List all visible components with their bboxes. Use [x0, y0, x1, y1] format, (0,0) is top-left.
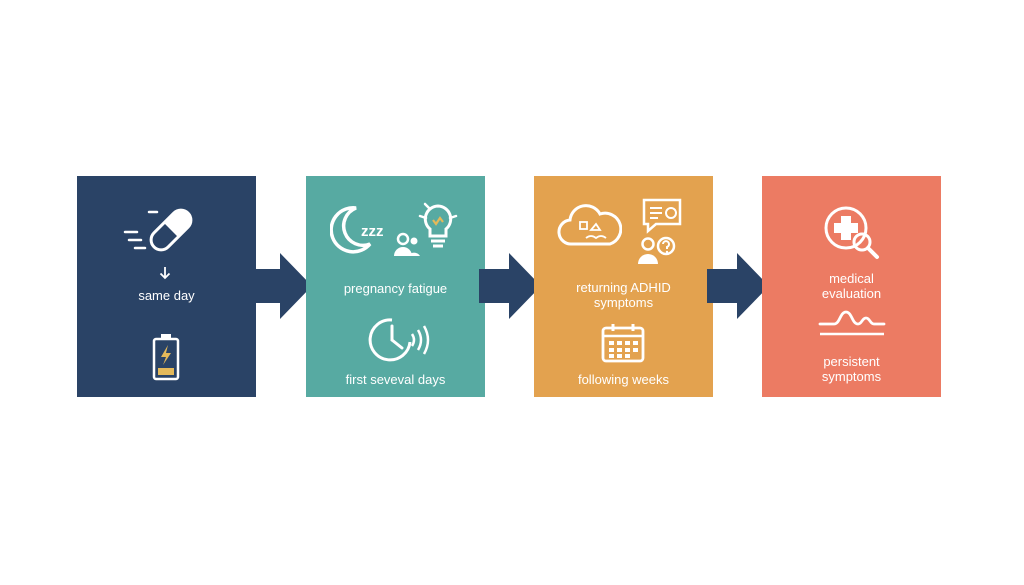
step-label: medical — [829, 271, 874, 286]
step-sublabel: first seveval days — [345, 372, 446, 387]
step-sublabel: persistent — [823, 354, 880, 369]
flow-arrow — [479, 253, 541, 319]
step-sublabel: following weeks — [577, 372, 670, 387]
lightbulb-icon — [418, 202, 458, 248]
flow-arrow — [250, 253, 312, 319]
sleep-moon-icon: zzz — [330, 206, 384, 254]
step-label: same day — [138, 288, 195, 303]
step-panel-medical-evaluation: medical evaluation persistent symptoms — [762, 176, 941, 397]
step-label-line2: evaluation — [821, 286, 882, 301]
down-arrow-icon — [159, 267, 171, 280]
step-label: returning ADHID — [576, 280, 671, 295]
speech-bubble-icon — [642, 198, 682, 234]
flow-arrow — [707, 253, 769, 319]
medical-search-icon — [824, 206, 879, 259]
battery-charging-icon — [152, 334, 180, 381]
step-sublabel-line2: symptoms — [821, 369, 882, 384]
cloud-thought-icon — [557, 204, 622, 246]
step-panel-returning-symptoms: returning ADHID symptoms following weeks — [534, 176, 713, 397]
pulse-wave-icon — [818, 310, 886, 336]
step-label: pregnancy fatigue — [343, 281, 448, 296]
calendar-icon — [601, 324, 645, 363]
step-panel-pregnancy-fatigue: zzz pregnancy fatigue first seveval days — [306, 176, 485, 397]
step-panel-same-day: same day — [77, 176, 256, 397]
step-label-line2: symptoms — [593, 295, 654, 310]
pill-icon — [123, 208, 193, 252]
person-question-icon — [638, 236, 676, 264]
svg-text:zzz: zzz — [361, 223, 384, 240]
person-icon — [394, 232, 420, 256]
clock-icon — [368, 318, 430, 362]
